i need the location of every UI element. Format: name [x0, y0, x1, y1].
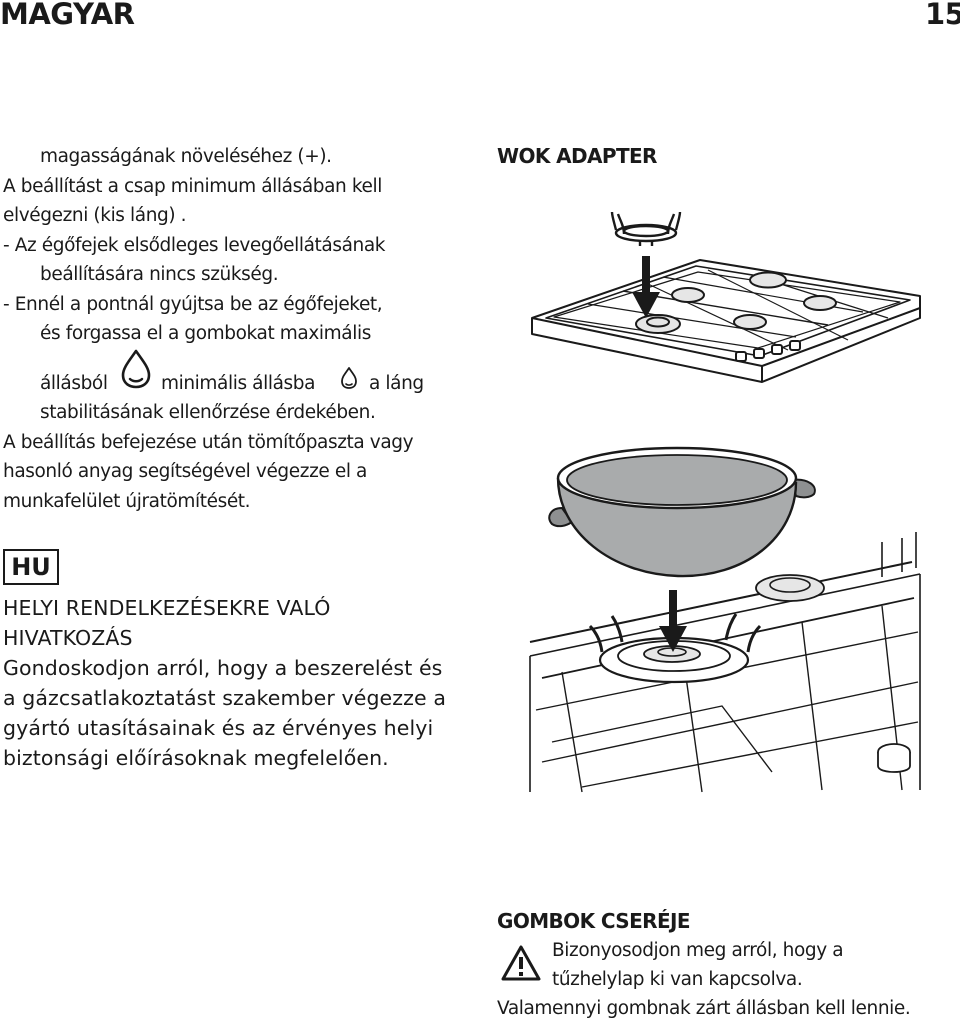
warning-text-line: Bizonyosodjon meg arról, hogy a [552, 940, 844, 961]
regulation-title-line: HELYI RENDELKEZÉSEKRE VALÓ [3, 596, 331, 620]
text-fragment: minimális állásba [161, 373, 316, 394]
text-line: A beállítást a csap minimum állásában ke… [3, 176, 382, 197]
closing-text-line: Valamennyi gombnak zárt állásban kell le… [497, 998, 911, 1019]
text-line: - Ennél a pontnál gyújtsa be az égőfejek… [3, 294, 383, 315]
text-line: és forgassa el a gombokat maximális [40, 323, 371, 344]
knob-replacement-heading: GOMBOK CSERÉJE [497, 909, 691, 933]
text-line: stabilitásának ellenőrzése érdekében. [40, 402, 376, 423]
regulation-text-line: Gondoskodjon arról, hogy a beszerelést é… [3, 656, 443, 680]
text-line: munkafelület újratömítését. [3, 491, 251, 512]
text-line: magasságának növeléséhez (+). [40, 146, 332, 167]
regulation-text-line: gyártó utasításainak és az érvényes hely… [3, 716, 434, 740]
text-line: A beállítás befejezése után tömítőpaszta… [3, 432, 414, 453]
regulation-title-line: HIVATKOZÁS [3, 626, 133, 650]
text-line: hasonló anyag segítségével végezze el a [3, 461, 367, 482]
flame-small-icon [339, 366, 359, 390]
text-line: beállítására nincs szükség. [40, 264, 279, 285]
hob-wok-adapter-illustration [528, 200, 924, 390]
header-language: MAGYAR [0, 0, 135, 31]
flame-large-icon [119, 349, 153, 389]
warning-triangle-icon [500, 944, 542, 982]
text-line: elvégezni (kis láng) . [3, 205, 187, 226]
regulation-text-line: a gázcsatlakoztatást szakember végezze a [3, 686, 446, 710]
warning-text-line: tűzhelylap ki van kapcsolva. [552, 969, 803, 990]
wok-on-burner-illustration [522, 442, 922, 800]
text-fragment: állásból [40, 373, 108, 394]
page-number: 15 [925, 0, 960, 31]
regulation-text-line: biztonsági előírásoknak megfelelően. [3, 746, 389, 770]
wok-adapter-heading: WOK ADAPTER [497, 144, 657, 168]
text-line: - Az égőfejek elsődleges levegőellátásán… [3, 235, 386, 256]
text-fragment: a láng [369, 373, 424, 394]
country-code-box: HU [3, 549, 59, 585]
